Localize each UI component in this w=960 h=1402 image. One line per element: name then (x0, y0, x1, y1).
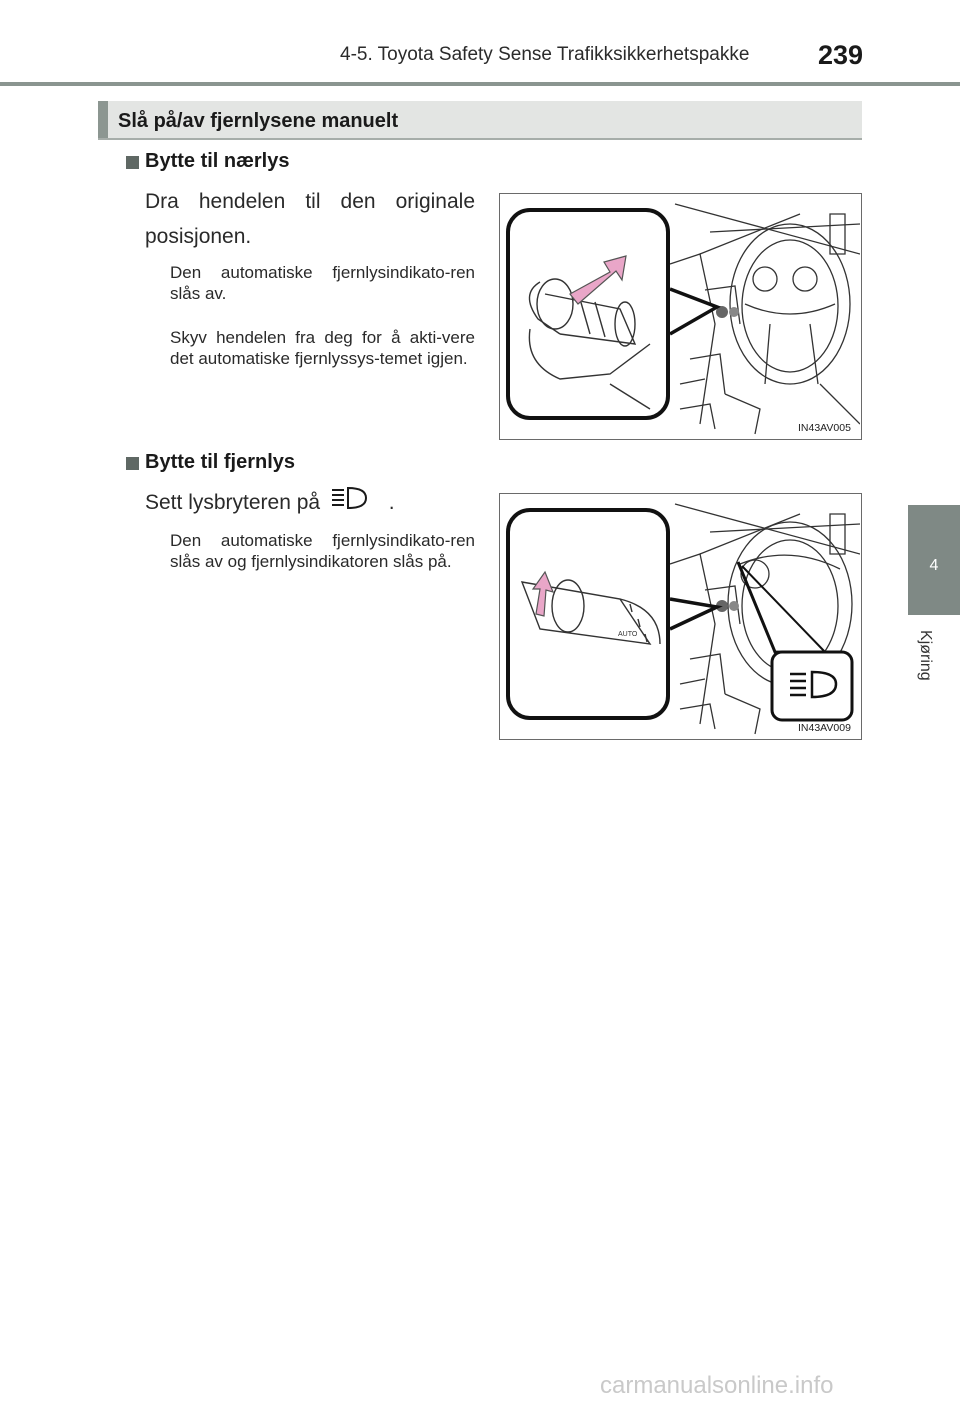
instruction-line-2: posisjonen. (145, 225, 252, 248)
watermark-text: carmanualsonline.info (600, 1372, 834, 1399)
bullet-square-icon (126, 457, 139, 470)
instruction-text: Sett lysbryteren på (145, 491, 321, 515)
chapter-tab (908, 505, 960, 615)
subheading-high-beam: Bytte til fjernlys (145, 451, 296, 473)
instruction-line-1: Dra hendelen til den originale (145, 190, 475, 213)
figure-high-beam: AUTO IN43AV009 (499, 493, 862, 740)
note-paragraph: Den automatiske fjernlysindikato-ren slå… (170, 531, 475, 571)
figure-code: IN43AV009 (798, 722, 851, 734)
bullet-square-icon (126, 156, 139, 169)
section-bar-underline (98, 138, 862, 140)
section-title: Slå på/av fjernlysene manuelt (118, 110, 399, 132)
running-title: 4-5. Toyota Safety Sense Trafikksikkerhe… (340, 44, 750, 65)
svg-text:AUTO: AUTO (618, 631, 638, 638)
instruction-text-end: . (388, 491, 395, 515)
lever-push-illustration: AUTO (506, 503, 861, 735)
chapter-label: Kjøring (917, 630, 934, 681)
header-rule (0, 82, 960, 86)
figure-low-beam: IN43AV005 (499, 193, 862, 440)
subheading-low-beam: Bytte til nærlys (145, 150, 290, 172)
instruction-line: Sett lysbryteren på . (145, 485, 395, 522)
high-beam-icon (330, 485, 380, 522)
note-paragraph: Skyv hendelen fra deg for å akti-vere de… (170, 328, 475, 368)
chapter-label-wrap: Kjøring (916, 630, 944, 710)
chapter-number: 4 (929, 557, 939, 574)
note-paragraph: Den automatiske fjernlysindikato-ren slå… (170, 263, 475, 303)
lever-pull-illustration (506, 203, 861, 435)
section-bar (98, 101, 862, 138)
figure-code: IN43AV005 (798, 422, 851, 434)
page-number: 239 (818, 40, 864, 70)
